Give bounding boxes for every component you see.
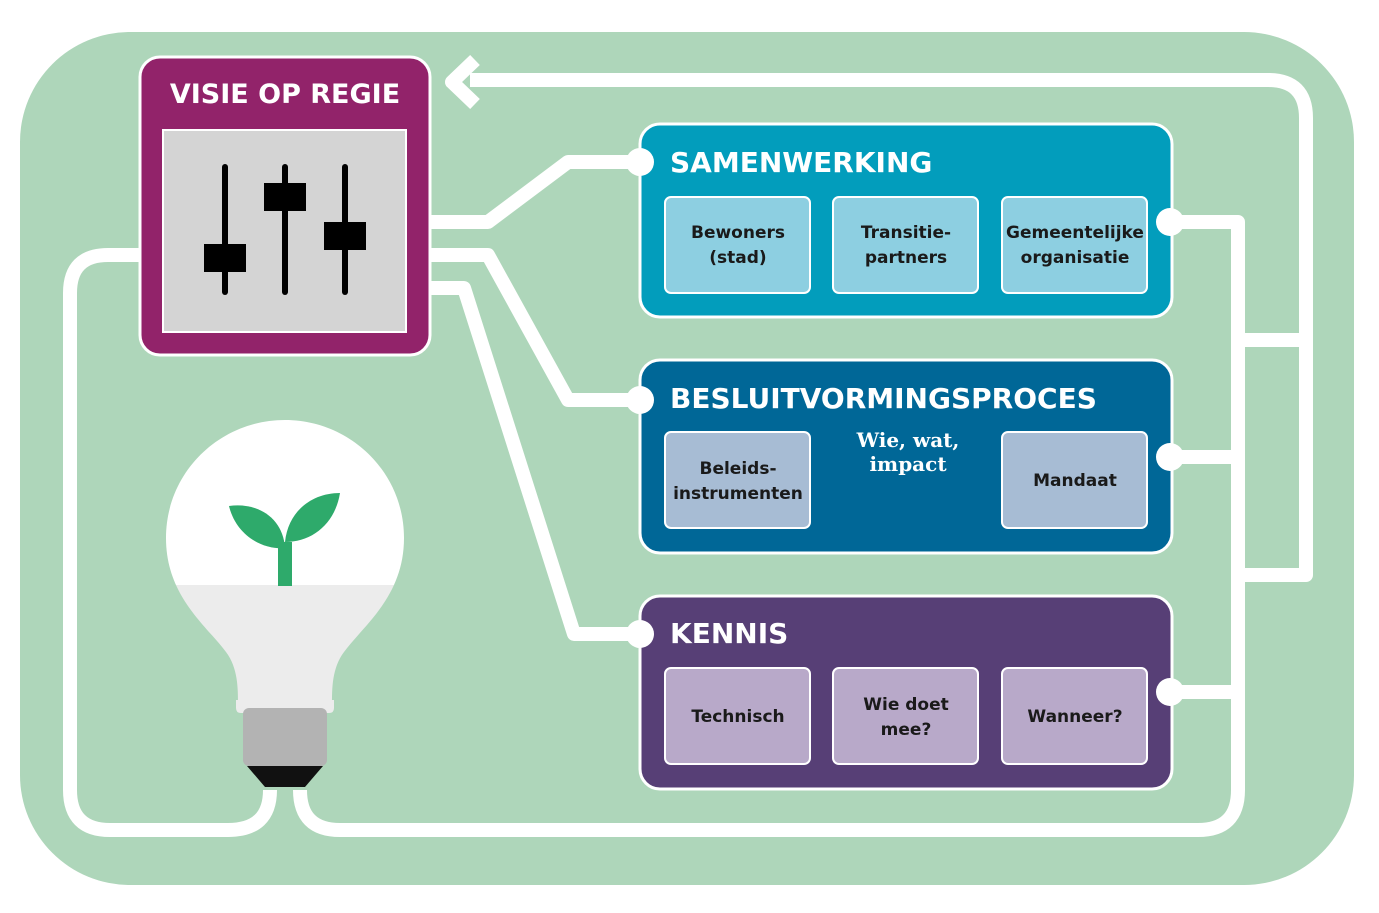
kennis-item-box: [1001, 667, 1148, 765]
kennis-item-box: [664, 667, 811, 765]
samenwerking-item-text: Gemeentelijke: [1006, 223, 1144, 243]
samenwerking-title: SAMENWERKING: [670, 146, 932, 179]
connector-dot: [626, 386, 654, 414]
samenwerking-item-text: Bewoners: [691, 223, 785, 243]
connector-dot: [1156, 208, 1184, 236]
connector-wires: [63, 54, 1313, 837]
samenwerking-item-text: Transitie-: [861, 223, 951, 243]
besluitvorming-panel: BESLUITVORMINGSPROCES Beleids- instrumen…: [638, 358, 1174, 555]
kennis-item-text: Wie doet: [863, 695, 949, 715]
besluitvorming-item-box: [664, 431, 811, 529]
left-loop-wire: [63, 248, 277, 837]
samenwerking-item-text: partners: [865, 248, 947, 268]
samenwerking-item-box: [832, 196, 979, 294]
samenwerking-panel: SAMENWERKING Bewoners (stad) Transitie- …: [638, 122, 1174, 319]
besluitvorming-note: Wie, wat,: [856, 428, 960, 452]
besluitvorming-title: BESLUITVORMINGSPROCES: [670, 382, 1097, 415]
sprout-stem: [278, 542, 292, 586]
vision-block: VISIE OP REGIE: [138, 55, 432, 357]
wire-to-samenwerking: [430, 155, 640, 229]
feedback-arrowhead: [445, 54, 480, 110]
sprout-leaf-left: [229, 505, 285, 549]
kennis-item-text: mee?: [881, 720, 932, 740]
besluitvorming-note: impact: [869, 452, 947, 476]
connector-dot: [626, 148, 654, 176]
vision-title: VISIE OP REGIE: [170, 79, 400, 110]
samenwerking-item-box: [664, 196, 811, 294]
besluitvorming-item-box: [1001, 431, 1148, 529]
sprout-leaf-right: [285, 493, 340, 542]
bulb-base: [243, 708, 327, 766]
wire-to-besluitvorming: [430, 248, 640, 407]
kennis-item-text: Wanneer?: [1027, 707, 1122, 727]
kennis-item-text: Technisch: [691, 707, 784, 727]
connector-dots: [626, 148, 1184, 706]
samenwerking-item-text: organisatie: [1021, 248, 1130, 268]
kennis-title: KENNIS: [670, 617, 788, 650]
kennis-item-box: [832, 667, 979, 765]
bulb-tip: [247, 766, 323, 787]
kennis-panel: KENNIS Technisch Wie doet mee? Wanneer?: [638, 594, 1174, 791]
connector-dot: [626, 620, 654, 648]
feedback-loop-wire: [470, 73, 1313, 582]
besluitvorming-item-text: Mandaat: [1033, 471, 1117, 491]
besluitvorming-item-text: Beleids-: [699, 459, 776, 479]
wire-to-kennis: [430, 281, 640, 641]
connector-dot: [1156, 443, 1184, 471]
besluitvorming-item-text: instrumenten: [673, 484, 803, 504]
samenwerking-item-text: (stad): [709, 248, 766, 268]
sliders-icon: [204, 164, 366, 295]
samenwerking-item-box: [1001, 196, 1148, 294]
connector-dot: [1156, 678, 1184, 706]
right-bus-wire: [293, 215, 1245, 837]
